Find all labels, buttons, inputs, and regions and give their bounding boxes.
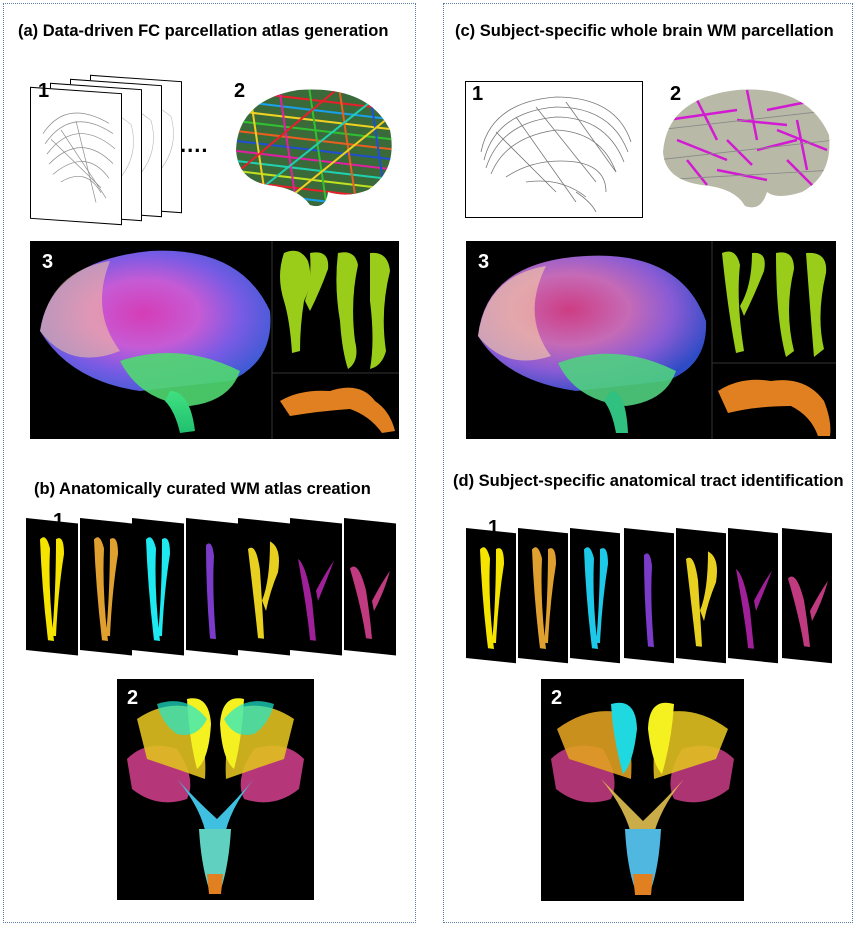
panel-c bbox=[443, 3, 853, 923]
anatomical-tract-slices bbox=[26, 518, 396, 656]
orange-tract-c bbox=[718, 379, 831, 436]
subject-brain-frame bbox=[30, 86, 122, 226]
fc-atlas-render: 3 bbox=[30, 241, 399, 439]
panel-a bbox=[3, 3, 416, 923]
panel-d-label-1: 1 bbox=[488, 517, 500, 539]
labeled-tract-brain bbox=[657, 80, 835, 215]
green-tract-pair-c bbox=[722, 251, 827, 357]
panel-a-label-2: 2 bbox=[234, 80, 246, 102]
gray-whole-brain-tract bbox=[480, 96, 632, 213]
panel-a-title: (a) Data-driven FC parcellation atlas ge… bbox=[18, 22, 389, 40]
panel-d-title: (d) Subject-specific anatomical tract id… bbox=[453, 472, 844, 490]
panel-b-label-1: 1 bbox=[53, 510, 65, 532]
subject-parcellation-render: 3 bbox=[466, 241, 836, 439]
orange-tract bbox=[280, 387, 395, 433]
colorful-fiber-brain bbox=[228, 80, 398, 215]
tract-slices-b bbox=[26, 518, 400, 663]
subject-tractography-frame bbox=[465, 81, 643, 218]
continuation-dots: .... bbox=[180, 132, 209, 157]
panel-b-title: (b) Anatomically curated WM atlas creati… bbox=[34, 480, 371, 498]
atlas-subject-stack bbox=[30, 74, 182, 226]
gray-tract-brain-icon bbox=[42, 112, 116, 203]
panel-a-label-1: 1 bbox=[38, 80, 50, 102]
green-tract-top-right bbox=[336, 252, 390, 369]
panel-b-label-2: 2 bbox=[127, 687, 139, 709]
panel-c-label-1: 1 bbox=[472, 83, 484, 105]
curated-atlas-render: 2 bbox=[117, 679, 314, 900]
panel-d-label-2: 2 bbox=[551, 687, 563, 709]
subject-tract-slices bbox=[466, 528, 832, 664]
panel-c-label-3: 3 bbox=[478, 251, 490, 273]
panel-c-title: (c) Subject-specific whole brain WM parc… bbox=[455, 22, 834, 40]
tract-slices-d bbox=[466, 528, 838, 673]
panel-a-label-3: 3 bbox=[42, 251, 54, 273]
panel-c-label-2: 2 bbox=[670, 83, 682, 105]
green-tract-top-left bbox=[280, 250, 329, 353]
subject-tract-render: 2 bbox=[541, 679, 744, 901]
